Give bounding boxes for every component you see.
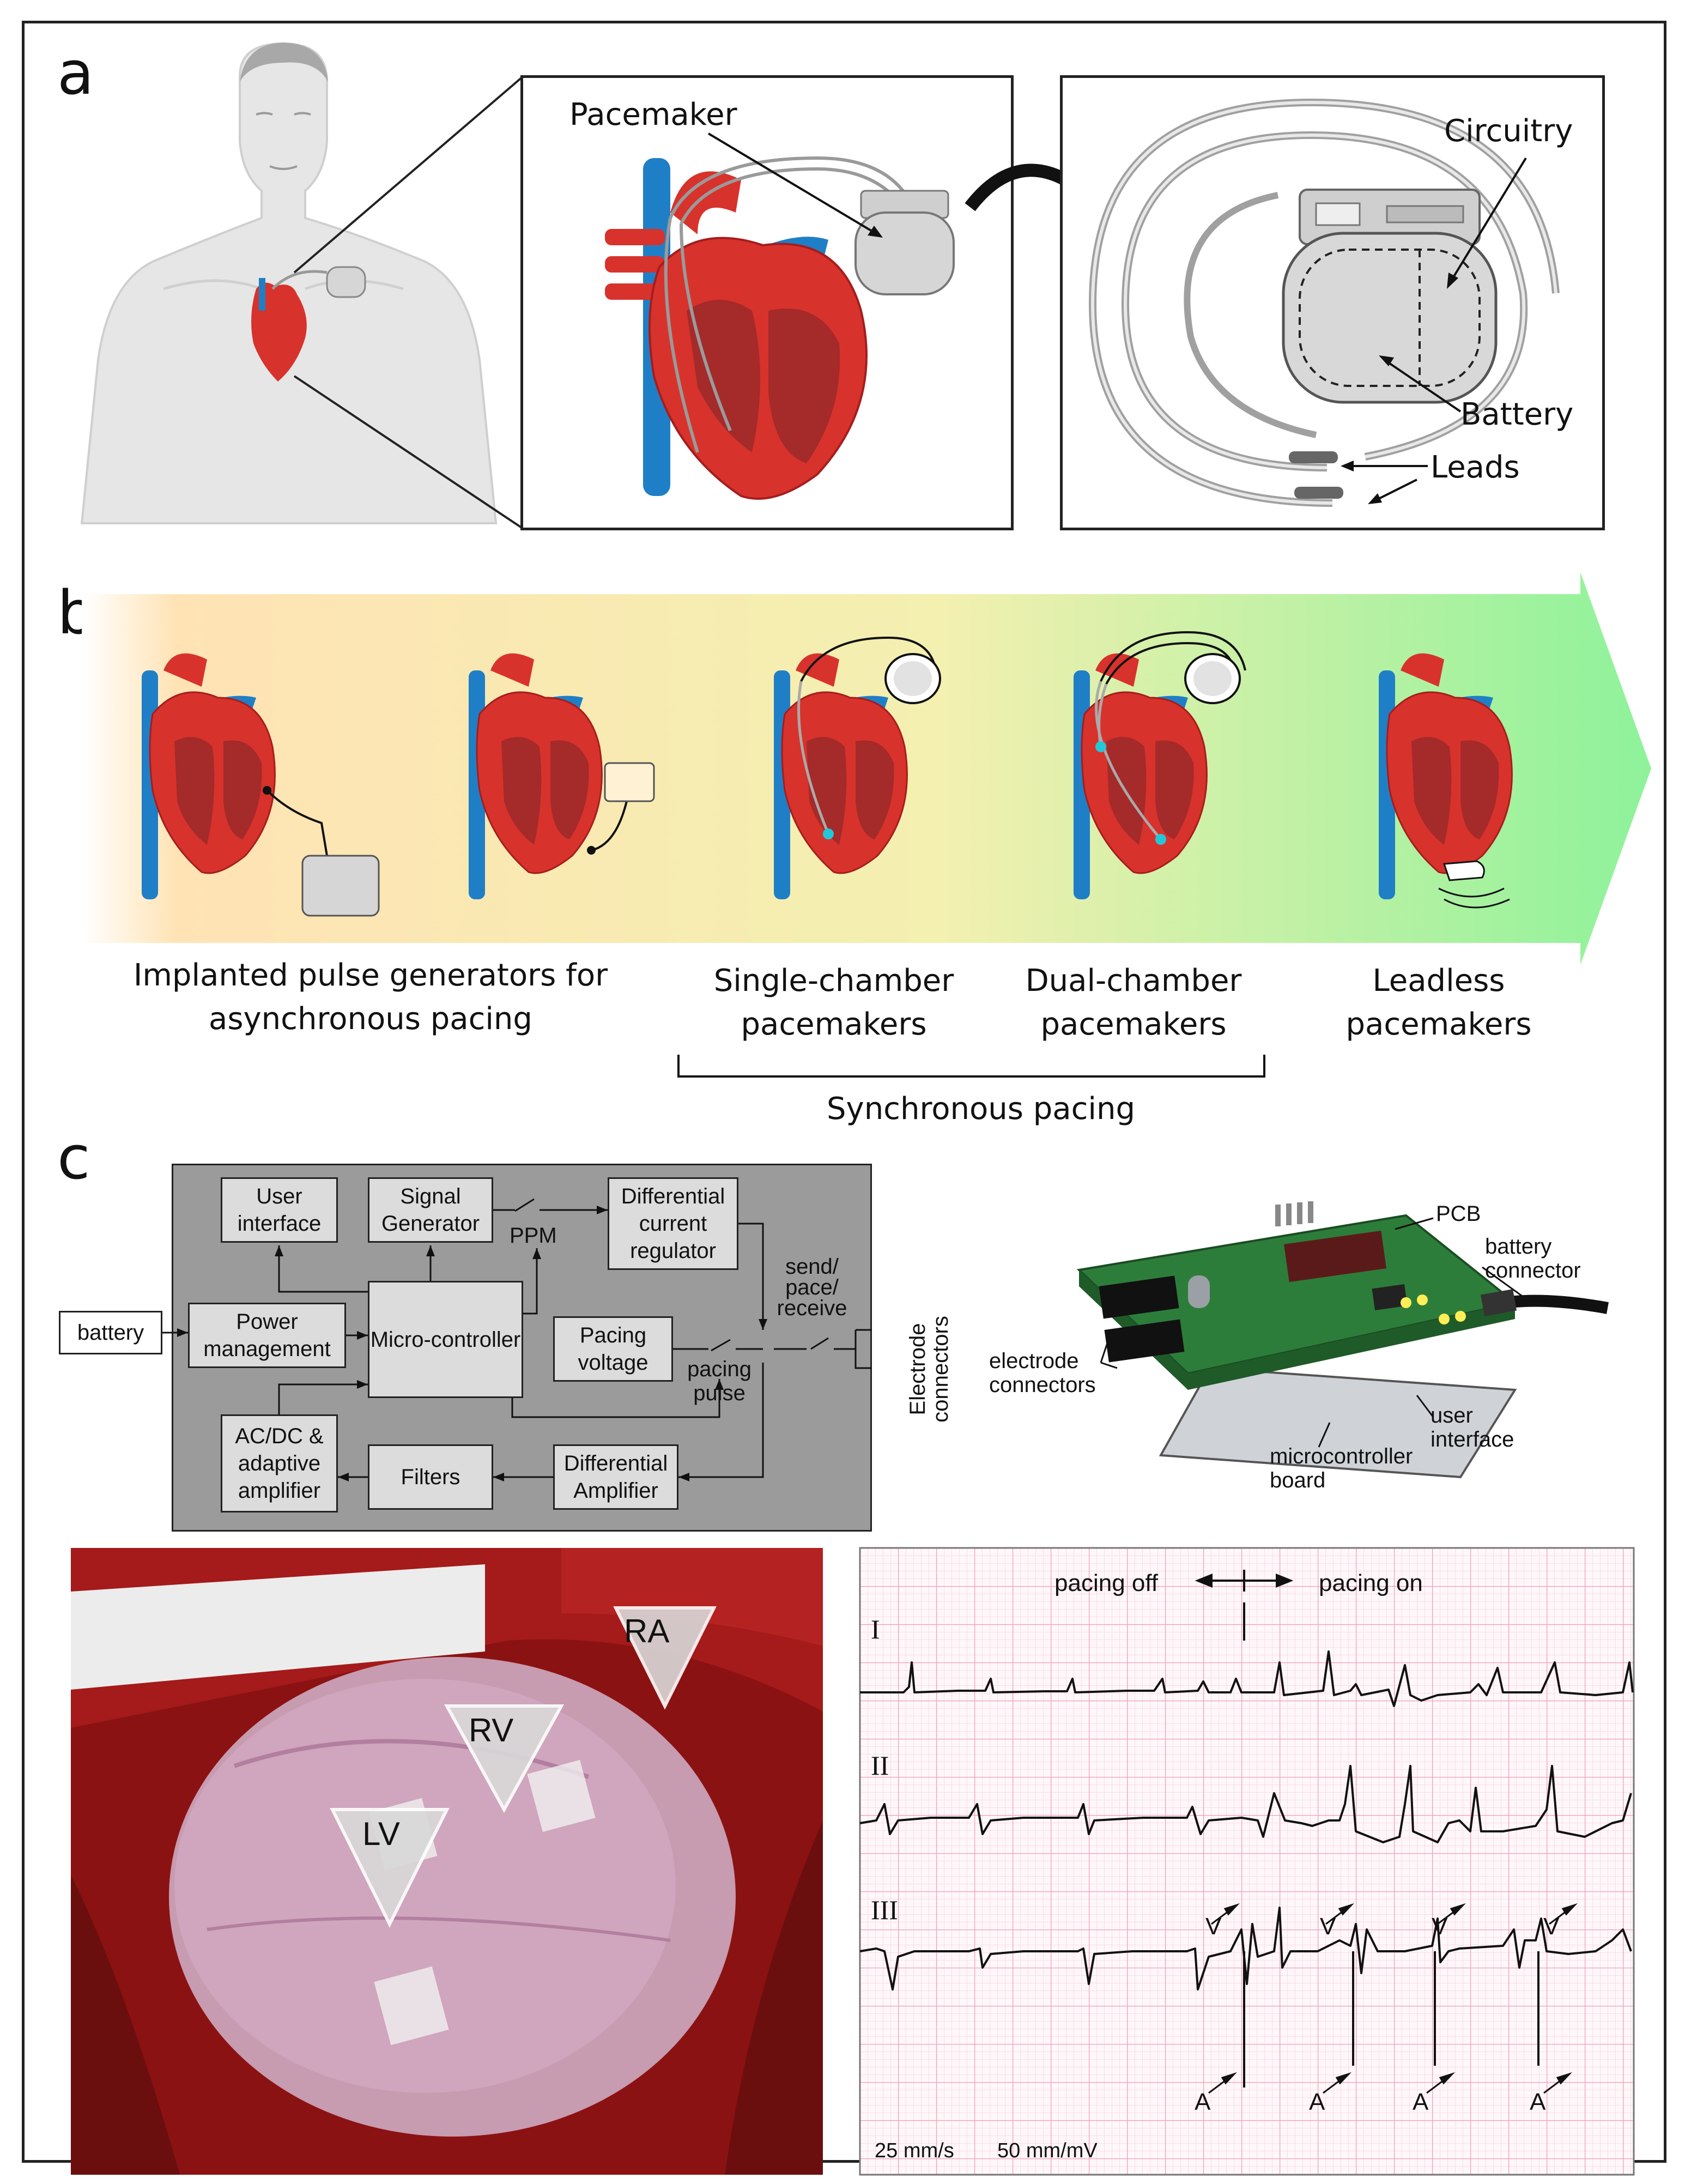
a-marker-2: A <box>1309 2089 1325 2115</box>
caption-leadless: Leadless pacemakers <box>1345 963 1532 1042</box>
battery-block: battery <box>59 1311 162 1354</box>
pacing-off-label: pacing off <box>1054 1570 1159 1596</box>
figure-frame <box>22 21 1666 2163</box>
v-marker-3: V <box>1432 1913 1448 1940</box>
pcb-photo-illustration <box>1076 1201 1609 1479</box>
a-marker-1: A <box>1195 2089 1211 2115</box>
send-pace-receive-label: send/ pace/ receive <box>777 1255 847 1320</box>
surgical-heart-photo <box>71 1548 823 2175</box>
lead-ii-label: II <box>871 1750 889 1781</box>
ppm-label: PPM <box>510 1224 557 1248</box>
ecg-speed-label: 25 mm/s <box>875 2139 954 2162</box>
circuitry-label: Circuitry <box>1444 113 1573 149</box>
a-marker-3: A <box>1413 2089 1429 2115</box>
pacemaker-label: Pacemaker <box>569 97 737 132</box>
user-interface-block: User interface <box>221 1177 338 1243</box>
ecg-gain-label: 50 mm/mV <box>997 2139 1098 2162</box>
ra-label: RA <box>624 1613 670 1649</box>
acdc-amplifier-block: AC/DC & adaptive amplifier <box>221 1414 338 1513</box>
caption-implanted: Implanted pulse generators for asynchron… <box>133 958 608 1037</box>
heart-stage-1 <box>142 653 380 917</box>
leads-label: Leads <box>1431 450 1520 485</box>
human-torso-illustration <box>80 42 498 524</box>
signal-generator-block: Signal Generator <box>368 1177 493 1243</box>
microcontroller-board-label: microcontroller board <box>1270 1444 1413 1492</box>
heart-with-pacemaker-illustration <box>605 156 917 500</box>
lead-iii-label: III <box>871 1895 898 1925</box>
lv-label: LV <box>362 1816 400 1852</box>
v-marker-4: V <box>1543 1913 1560 1940</box>
pacemaker-detail-illustration <box>1088 98 1560 507</box>
differential-amplifier-block: Differential Amplifier <box>553 1444 678 1510</box>
caption-dual-chamber: Dual-chamber pacemakers <box>1025 963 1242 1042</box>
heart-stage-5 <box>1379 653 1513 909</box>
power-management-block: Power management <box>188 1303 346 1368</box>
pacing-on-label: pacing on <box>1319 1570 1423 1596</box>
a-marker-4: A <box>1530 2089 1546 2115</box>
heart-stage-4 <box>1074 631 1246 899</box>
user-interface-photo-label: user interface <box>1431 1403 1514 1451</box>
pcb-label: PCB <box>1436 1202 1481 1226</box>
v-marker-2: V <box>1320 1913 1336 1940</box>
v-marker-1: V <box>1205 1913 1222 1940</box>
panel-a-letter: a <box>57 38 94 108</box>
differential-current-regulator-block: Differential current regulator <box>608 1177 738 1270</box>
heart-stage-3 <box>774 636 941 899</box>
pacing-voltage-block: Pacing voltage <box>553 1316 673 1382</box>
battery-connector-label: battery connector <box>1485 1235 1581 1282</box>
panel-c-letter: c <box>57 1123 90 1193</box>
heart-stage-2 <box>469 653 655 899</box>
caption-synchronous: Synchronous pacing <box>827 1091 1135 1127</box>
lead-i-label: I <box>871 1614 880 1644</box>
ecg-strip <box>859 1547 1635 2176</box>
pacemaker-device <box>854 190 955 295</box>
electrode-connectors-photo-label: electrode connectors <box>989 1349 1096 1397</box>
battery-label: Battery <box>1460 397 1574 432</box>
rv-label: RV <box>469 1712 514 1749</box>
caption-single-chamber: Single-chamber pacemakers <box>713 963 954 1042</box>
filters-block: Filters <box>368 1444 493 1510</box>
microcontroller-block: Micro-controller <box>368 1281 523 1398</box>
